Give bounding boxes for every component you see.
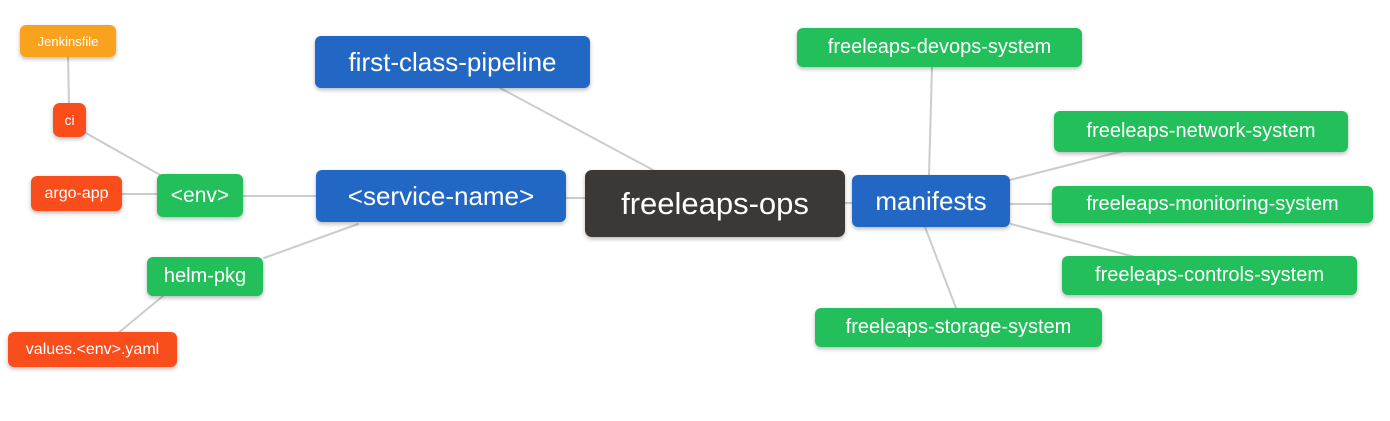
node-freeleaps-controls-system-label: freeleaps-controls-system <box>1095 264 1324 286</box>
node-freeleaps-monitoring-system-label: freeleaps-monitoring-system <box>1086 193 1339 215</box>
node-ci-label: ci <box>64 112 75 128</box>
node-freeleaps-ops-root[interactable]: freeleaps-ops <box>585 170 845 237</box>
node-jenkinsfile[interactable]: Jenkinsfile <box>20 25 116 57</box>
node-ci[interactable]: ci <box>53 103 86 137</box>
node-freeleaps-controls-system[interactable]: freeleaps-controls-system <box>1062 256 1357 295</box>
node-first-class-pipeline-label: first-class-pipeline <box>348 46 557 77</box>
node-argo-app-label: argo-app <box>44 184 109 202</box>
node-freeleaps-network-system[interactable]: freeleaps-network-system <box>1054 111 1348 152</box>
edge-manifests-devops-system <box>928 66 933 176</box>
node-freeleaps-ops-label: freeleaps-ops <box>621 185 809 221</box>
node-freeleaps-storage-system[interactable]: freeleaps-storage-system <box>815 308 1102 347</box>
node-helm-pkg-label: helm-pkg <box>163 265 247 287</box>
node-argo-app[interactable]: argo-app <box>31 176 122 211</box>
node-manifests-label: manifests <box>875 185 987 216</box>
edge-service-name-helm-pkg <box>263 223 359 259</box>
node-env-label: <env> <box>170 183 230 207</box>
node-helm-pkg[interactable]: helm-pkg <box>147 257 263 296</box>
edge-helm-pkg-values-env-yaml <box>116 295 164 335</box>
node-jenkinsfile-label: Jenkinsfile <box>37 33 99 49</box>
node-freeleaps-storage-system-label: freeleaps-storage-system <box>845 316 1072 338</box>
node-freeleaps-devops-system-label: freeleaps-devops-system <box>827 36 1052 58</box>
edge-manifests-controls-system <box>1010 223 1136 258</box>
edge-manifests-storage-system <box>924 226 957 309</box>
node-values-env-yaml-label: values.<env>.yaml <box>25 340 160 358</box>
node-freeleaps-network-system-label: freeleaps-network-system <box>1086 120 1316 142</box>
node-values-env-yaml[interactable]: values.<env>.yaml <box>8 332 177 367</box>
node-freeleaps-devops-system[interactable]: freeleaps-devops-system <box>797 28 1082 67</box>
node-service-name[interactable]: <service-name> <box>316 170 566 222</box>
node-manifests[interactable]: manifests <box>852 175 1010 227</box>
edge-first-class-pipeline-root <box>499 87 656 172</box>
edge-manifests-network-system <box>1009 150 1124 181</box>
edge-ci-env <box>83 131 163 177</box>
node-freeleaps-monitoring-system[interactable]: freeleaps-monitoring-system <box>1052 186 1373 223</box>
edge-jenkinsfile-ci <box>67 56 70 104</box>
node-service-name-label: <service-name> <box>347 180 535 211</box>
node-env[interactable]: <env> <box>157 174 243 217</box>
node-first-class-pipeline[interactable]: first-class-pipeline <box>315 36 590 88</box>
